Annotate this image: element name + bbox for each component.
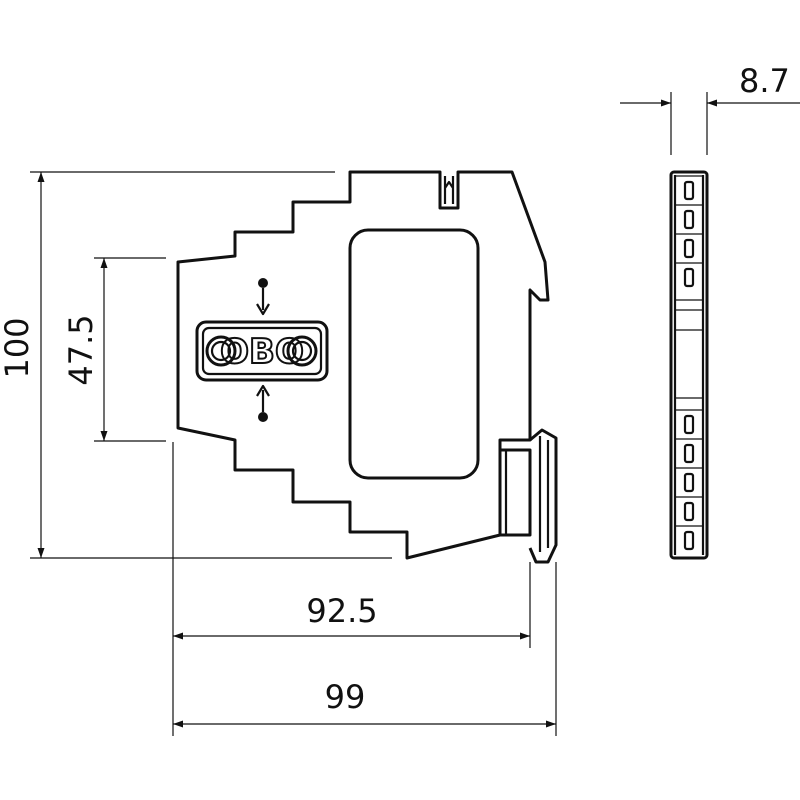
arrow-down-indicator <box>256 384 270 422</box>
dim-label-width-body: 92.5 <box>306 592 377 630</box>
logo-plate-inner <box>201 326 323 376</box>
inspection-window <box>348 228 480 480</box>
edge-outline <box>669 170 709 560</box>
logo-screw-left <box>205 335 237 367</box>
dim-label-height-total: 100 <box>0 317 36 378</box>
dimension-width-total: 99 <box>173 562 557 736</box>
logo-screw-right <box>286 335 318 367</box>
logo-plate-outer <box>195 320 329 382</box>
dimension-thickness: 8.7 <box>620 62 800 155</box>
terminal-marking <box>683 472 695 493</box>
terminal-marking <box>683 414 695 435</box>
terminal-marking <box>683 238 695 259</box>
terminal-marking <box>683 209 695 230</box>
din-rail-clip <box>500 428 558 564</box>
side-view: OBO <box>176 170 558 564</box>
dim-label-height-window: 47.5 <box>62 314 100 385</box>
housing-outline <box>176 170 550 560</box>
terminal-marking <box>683 267 695 288</box>
edge-view <box>669 170 709 560</box>
terminal-marking <box>683 180 695 201</box>
arrow-up-indicator <box>256 278 270 316</box>
dim-label-thickness: 8.7 <box>739 62 790 100</box>
terminal-markings-top <box>675 175 703 288</box>
dimension-height-window: 47.5 <box>62 257 166 442</box>
terminal-markings-bottom <box>675 409 703 551</box>
terminal-marking <box>683 530 695 551</box>
top-clip-notch <box>443 176 455 204</box>
terminal-marking <box>683 443 695 464</box>
dimension-height-total: 100 <box>0 171 392 559</box>
dim-label-width-total: 99 <box>325 678 366 716</box>
terminal-marking <box>683 501 695 522</box>
dimension-width-body: 92.5 <box>172 442 531 736</box>
logo-text: OBO <box>220 332 304 372</box>
